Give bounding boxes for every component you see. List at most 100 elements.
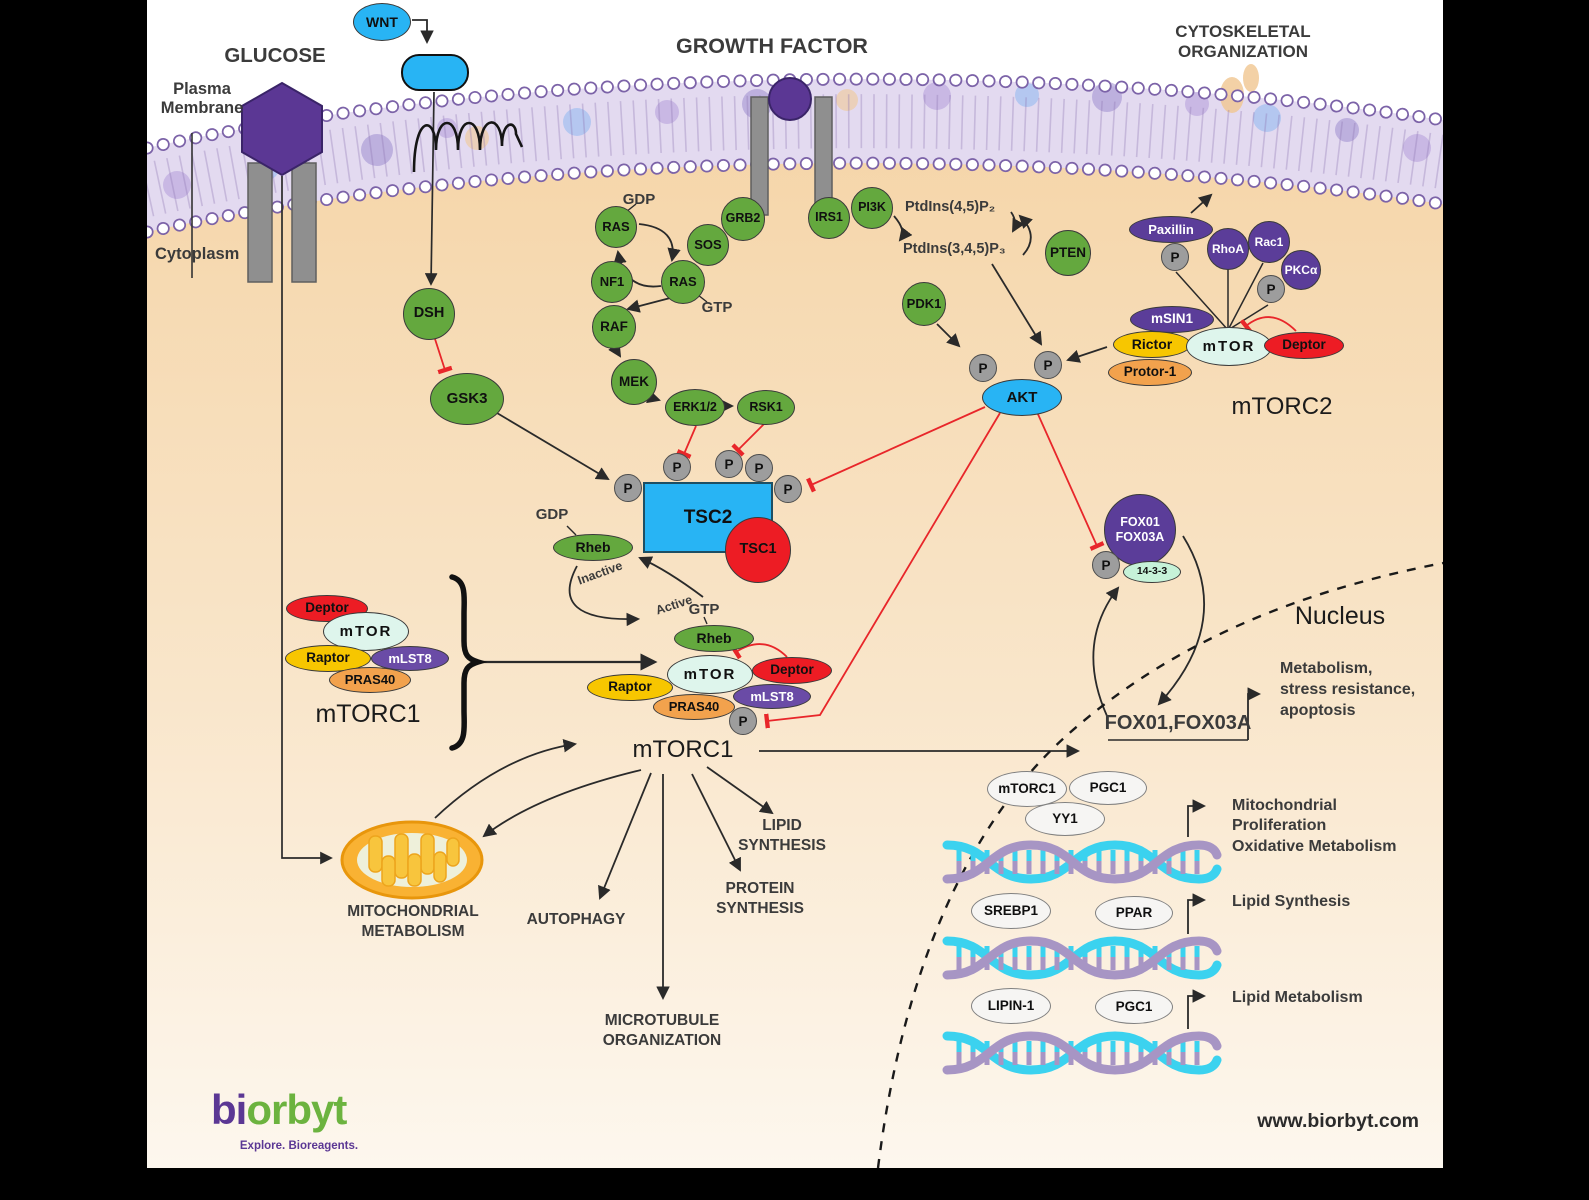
phospho-tsc2-top2: P — [715, 450, 743, 478]
biorbyt-logo: biorbyt — [211, 1086, 347, 1134]
arrow-ptdins45-345 — [1010, 211, 1025, 233]
node-nf1: NF1 — [591, 261, 633, 303]
mtorc2-fan-4 — [1227, 304, 1269, 331]
node-rheb-active: Rheb — [674, 625, 754, 652]
elbow-fox-outcomes — [1247, 687, 1262, 740]
arrow-rheb-inactivate — [638, 556, 704, 598]
ptdins345-label: PtdIns(3,4,5)P₃ — [903, 241, 1006, 257]
inhibition-lines — [676, 316, 1297, 729]
phospho-akt-right: P — [1034, 351, 1062, 379]
node-rsk1: RSK1 — [737, 390, 795, 425]
nuclear-envelope — [876, 561, 1443, 1168]
arrow-mtorc1-autophagy — [598, 772, 652, 900]
lipid-synthesis-label: LIPID SYNTHESIS — [738, 817, 826, 855]
node-tsc1: TSC1 — [725, 517, 791, 583]
arrow-gsk3-tsc2 — [496, 412, 610, 481]
gene-lipid-metabolism-label: Lipid Metabolism — [1232, 989, 1363, 1006]
node-mtor2: mTOR — [1186, 327, 1272, 366]
glucose-label: GLUCOSE — [224, 44, 326, 67]
node-irs1: IRS1 — [808, 197, 850, 239]
diagram-canvas: GLUCOSE Plasma Membrane Cytoplasm GROWTH… — [147, 0, 1443, 1168]
arrow-paxillin-membrane — [1190, 193, 1213, 214]
node-mlst8: mLST8 — [733, 684, 811, 709]
node-pras40-left: PRAS40 — [329, 667, 411, 693]
node-nuc-lipin1: LIPIN-1 — [971, 988, 1051, 1024]
node-erk12: ERK1/2 — [665, 389, 725, 426]
tick-gtp-rheb — [703, 616, 708, 625]
node-pdk1: PDK1 — [902, 282, 946, 326]
mitochondrion-icon — [340, 820, 484, 900]
arrow-pi3k-ptdins — [893, 215, 913, 242]
node-ras-gtp: RAS — [661, 260, 705, 304]
node-nuc-yy1: YY1 — [1025, 802, 1105, 836]
node-raf: RAF — [592, 305, 636, 349]
node-fox: FOX01 FOX03A — [1104, 494, 1176, 566]
elbow-gene-lipidsyn — [1187, 893, 1207, 934]
mtorc2-label: mTORC2 — [1231, 393, 1333, 420]
gtp-ras-label: GTP — [701, 299, 733, 316]
autophagy-label: AUTOPHAGY — [526, 911, 626, 928]
gene-lipid-synthesis-label: Lipid Synthesis — [1232, 893, 1351, 910]
node-deptor2: Deptor — [1264, 332, 1344, 359]
mitochondrial-metabolism-label: MITOCHONDRIAL METABOLISM — [347, 903, 479, 941]
node-rhoa: RhoA — [1207, 228, 1249, 270]
node-rheb-inactive: Rheb — [553, 534, 633, 561]
node-paxillin: Paxillin — [1129, 216, 1213, 243]
website-url: www.biorbyt.com — [1257, 1110, 1419, 1132]
phospho-mtorc1: P — [729, 707, 757, 735]
node-nuc-mtorc1: mTORC1 — [987, 771, 1067, 807]
node-protor1: Protor-1 — [1108, 359, 1192, 386]
inhibit-rsk-tsc2 — [731, 423, 765, 457]
node-mtor: mTOR — [667, 655, 753, 694]
mtorc1-hub-label: mTORC1 — [632, 736, 734, 763]
elbow-gene-lipidmet — [1187, 989, 1207, 1029]
logo-tagline: Explore. Bioreagents. — [239, 1140, 359, 1152]
glucose-transporter-icon — [241, 81, 333, 865]
gtp-rheb-label: GTP — [688, 601, 720, 618]
node-nuc-srebp1: SREBP1 — [971, 893, 1051, 929]
node-grb2: GRB2 — [721, 197, 765, 241]
arrow-raf-mek — [608, 342, 622, 358]
arrow-mtorc1-mito — [482, 769, 642, 838]
wnt-receptor-icon — [401, 19, 524, 286]
inhibit-akt-pras40 — [764, 412, 1001, 729]
node-pkca: PKCα — [1281, 250, 1321, 290]
node-rac1: Rac1 — [1248, 221, 1290, 263]
phospho-tsc2-top1: P — [663, 453, 691, 481]
ptdins45-label: PtdIns(4,5)P₂ — [905, 199, 996, 215]
arrow-mito-mtorc1 — [434, 739, 578, 819]
arrow-pten-reverse — [1018, 214, 1033, 256]
node-raptor: Raptor — [587, 674, 673, 701]
fox-outcomes-label: Metabolism, stress resistance, apoptosis — [1280, 660, 1416, 720]
arrow-dsh — [434, 338, 453, 375]
inhibit-deptor-mtorc1 — [730, 643, 788, 660]
phospho-tsc2-left: P — [614, 474, 642, 502]
node-rictor: Rictor — [1113, 331, 1191, 358]
mtorc2-fan-1 — [1175, 271, 1229, 331]
node-14-3-3: 14-3-3 — [1123, 561, 1181, 583]
inhibit-akt-tsc2 — [806, 406, 986, 493]
node-gsk3: GSK3 — [430, 373, 504, 425]
mtorc1-left-label: mTORC1 — [315, 700, 421, 728]
growth-factor-label: GROWTH FACTOR — [676, 34, 868, 58]
node-nuc-pgc1b: PGC1 — [1095, 990, 1173, 1024]
node-dsh: DSH — [403, 288, 455, 340]
elbow-gene-mito — [1187, 799, 1207, 837]
inhibit-deptor-mtorc2 — [1239, 316, 1297, 333]
node-deptor: Deptor — [752, 657, 832, 684]
phospho-tsc2-right: P — [774, 475, 802, 503]
plasma-membrane-label: Plasma Membrane — [160, 80, 244, 117]
logo-bi: bi — [211, 1086, 247, 1133]
arrow-mtorc1-protein — [691, 773, 741, 872]
arrow-mtorc1-lipid — [706, 766, 774, 815]
phospho-paxillin: P — [1161, 243, 1189, 271]
arrow-rictor-akt — [1066, 346, 1108, 363]
arrow-rheb-activate — [568, 565, 641, 627]
node-nuc-pgc1a: PGC1 — [1069, 771, 1147, 805]
node-nuc-ppar: PPAR — [1095, 896, 1173, 930]
tick-gdp-rheb — [566, 525, 577, 536]
arrow-ras-raf — [626, 296, 675, 313]
phospho-pkca: P — [1257, 275, 1285, 303]
protein-synthesis-label: PROTEIN SYNTHESIS — [716, 880, 804, 918]
growth-factor-receptor-icon — [750, 77, 833, 216]
